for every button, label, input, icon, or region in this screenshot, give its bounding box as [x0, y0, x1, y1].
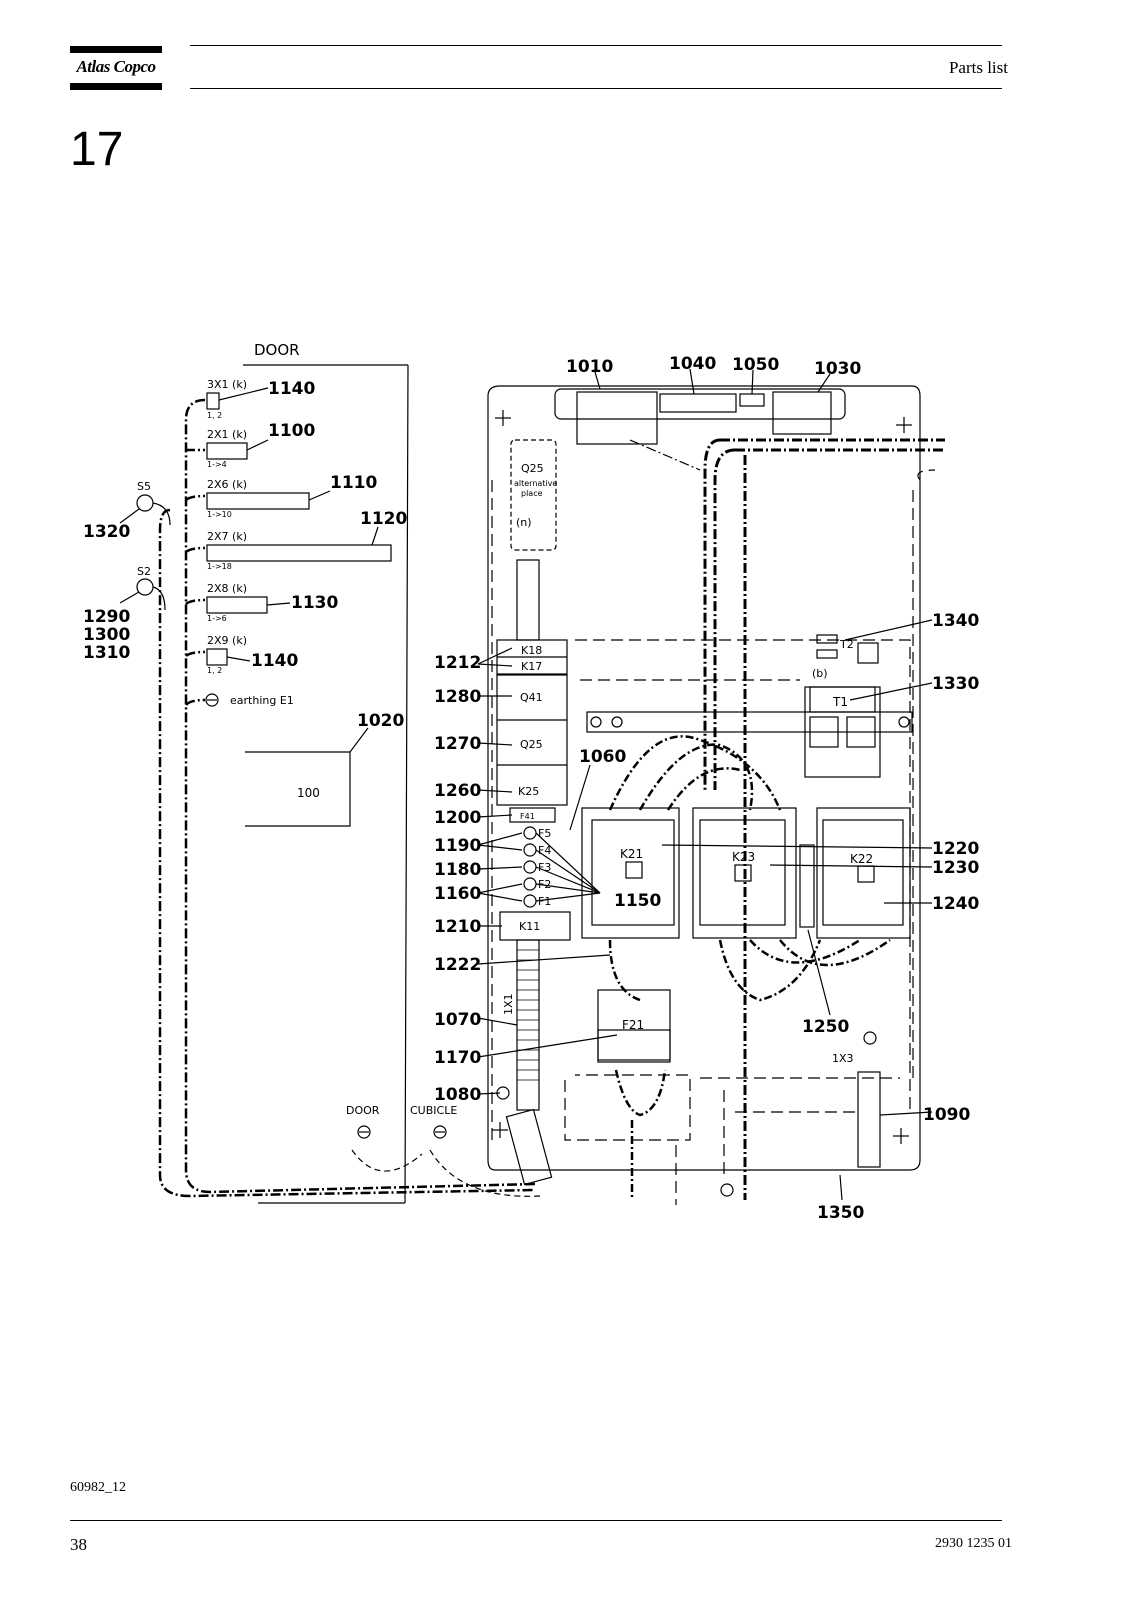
header-rule-bottom: [190, 88, 1002, 89]
callout-1200: 1200: [434, 808, 481, 828]
document-number: 2930 1235 01: [935, 1536, 1012, 1551]
callout-1270: 1270: [434, 734, 481, 754]
callout-1260: 1260: [434, 781, 481, 801]
comp-t1: T1: [832, 695, 848, 709]
footer-rule: [70, 1520, 1002, 1521]
q25-line2: place: [521, 489, 543, 498]
q25-line1: alternative: [514, 479, 557, 488]
callout-1140-top: 1140: [268, 379, 315, 399]
terminal-2x7: 2X7 (k): [207, 530, 247, 543]
callout-1230: 1230: [932, 858, 979, 878]
terminal-2x6-sub: 1->10: [207, 510, 232, 519]
figure-reference: 60982_12: [70, 1480, 126, 1495]
comp-f2: F2: [538, 878, 551, 891]
comp-k22: K22: [850, 852, 873, 866]
b-label: (b): [812, 667, 828, 680]
logo-bar-bottom: [70, 83, 162, 90]
x3-label: 1X3: [832, 1052, 854, 1065]
callout-1350: 1350: [817, 1203, 864, 1223]
callout-1060: 1060: [579, 747, 626, 767]
comp-f3: F3: [538, 861, 551, 874]
switch-s5: S5: [137, 480, 151, 493]
terminal-2x8-sub: 1->6: [207, 614, 227, 623]
q25-title: Q25: [521, 462, 544, 475]
header-title: Parts list: [948, 58, 1008, 77]
callout-1190: 1190: [434, 836, 481, 856]
comp-k17: K17: [521, 660, 542, 673]
earthing-label: earthing E1: [230, 694, 294, 707]
door-label-bottom: DOOR: [346, 1104, 380, 1117]
callout-1240: 1240: [932, 894, 979, 914]
logo-bar-top: [70, 46, 162, 53]
switch-s2: S2: [137, 565, 151, 578]
q25-n: (n): [516, 516, 532, 529]
callout-1140-bottom: 1140: [251, 651, 298, 671]
callout-1050: 1050: [732, 355, 779, 375]
terminal-2x7-sub: 1->18: [207, 562, 232, 571]
terminal-2x1-sub: 1->4: [207, 460, 227, 469]
terminal-2x6: 2X6 (k): [207, 478, 247, 491]
terminal-3x1-sub: 1, 2: [207, 411, 222, 420]
comp-k11: K11: [519, 920, 540, 933]
callout-1080: 1080: [434, 1085, 481, 1105]
terminal-2x9: 2X9 (k): [207, 634, 247, 647]
terminal-3x1: 3X1 (k): [207, 378, 247, 391]
callout-1170: 1170: [434, 1048, 481, 1068]
door-label: DOOR: [254, 341, 300, 359]
callout-1120: 1120: [360, 509, 407, 529]
callout-1280: 1280: [434, 687, 481, 707]
callout-1210: 1210: [434, 917, 481, 937]
callout-1222: 1222: [434, 955, 481, 975]
callout-1030: 1030: [814, 359, 861, 379]
callout-1310: 1310: [83, 643, 130, 663]
callout-1320: 1320: [83, 522, 130, 542]
callout-1150: 1150: [614, 891, 661, 911]
comp-k23: K23: [732, 850, 755, 864]
chapter-number: 17: [70, 123, 124, 176]
comp-k25: K25: [518, 785, 539, 798]
box-100-label: 100: [297, 786, 320, 800]
header-rule-top: [190, 45, 1002, 46]
callout-1070: 1070: [434, 1010, 481, 1030]
page-number: 38: [70, 1535, 87, 1554]
callout-1160: 1160: [434, 884, 481, 904]
callout-1110: 1110: [330, 473, 377, 493]
x1-label: 1X1: [502, 993, 515, 1015]
callout-1100: 1100: [268, 421, 315, 441]
callout-1340: 1340: [932, 611, 979, 631]
callout-1220: 1220: [932, 839, 979, 859]
callout-1020: 1020: [357, 711, 404, 731]
callout-1090: 1090: [923, 1105, 970, 1125]
terminal-2x1: 2X1 (k): [207, 428, 247, 441]
comp-q25: Q25: [520, 738, 543, 751]
comp-k18: K18: [521, 644, 542, 657]
comp-f5: F5: [538, 827, 551, 840]
callout-1330: 1330: [932, 674, 979, 694]
callout-1040: 1040: [669, 354, 716, 374]
atlas-copco-logo: Atlas Copco: [70, 46, 162, 90]
callout-1010: 1010: [566, 357, 613, 377]
terminal-2x8: 2X8 (k): [207, 582, 247, 595]
comp-q41: Q41: [520, 691, 543, 704]
callout-1300: 1300: [83, 625, 130, 645]
callout-1250: 1250: [802, 1017, 849, 1037]
comp-f1: F1: [538, 895, 551, 908]
comp-k21: K21: [620, 847, 643, 861]
cubicle-label: CUBICLE: [410, 1104, 457, 1117]
comp-t2: T2: [839, 638, 854, 651]
comp-f4: F4: [538, 844, 551, 857]
callout-1130: 1130: [291, 593, 338, 613]
callout-1212: 1212: [434, 653, 481, 673]
comp-f41: F41: [520, 812, 535, 821]
logo-wordmark: Atlas Copco: [76, 57, 156, 76]
callout-1180: 1180: [434, 860, 481, 880]
terminal-2x9-sub: 1, 2: [207, 666, 222, 675]
callout-1290: 1290: [83, 607, 130, 627]
comp-f21: F21: [622, 1018, 644, 1032]
